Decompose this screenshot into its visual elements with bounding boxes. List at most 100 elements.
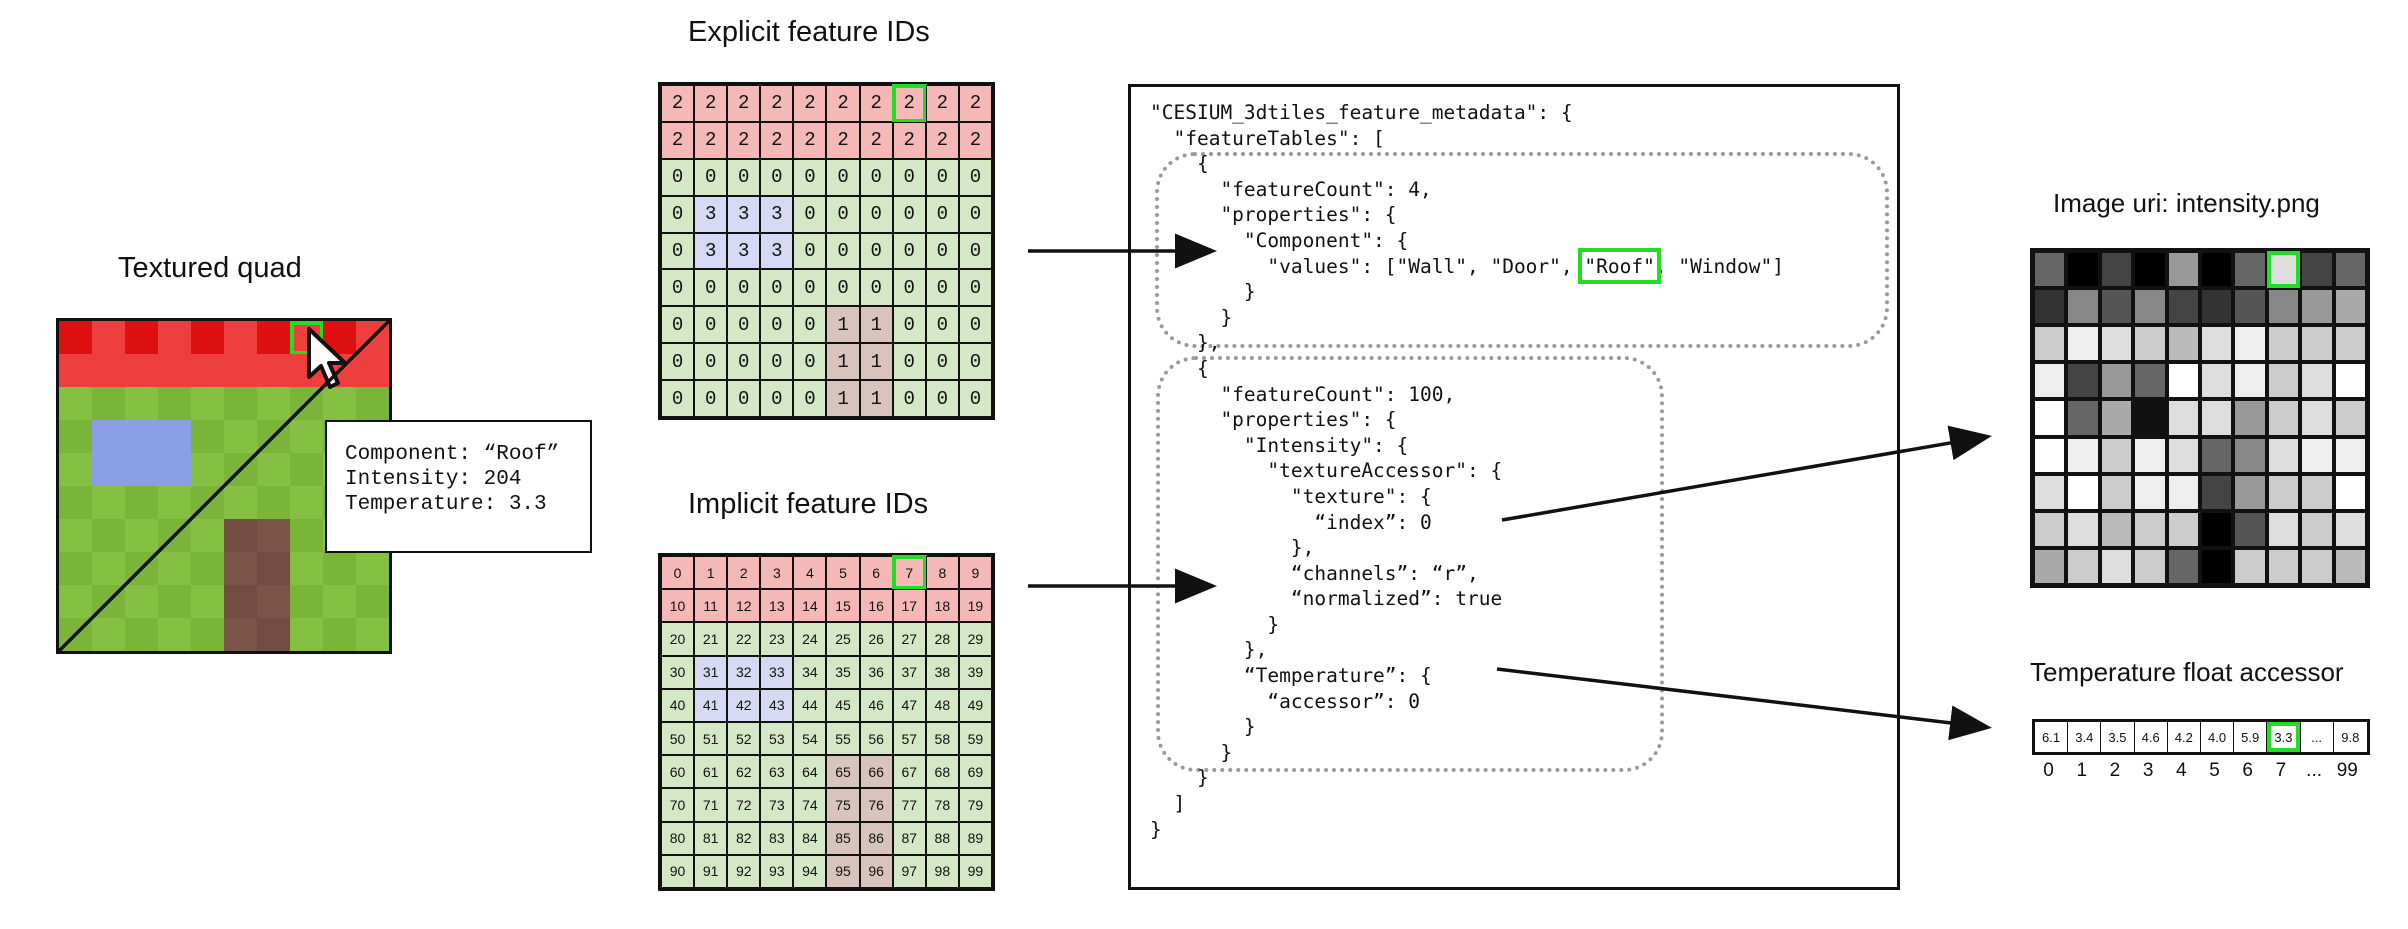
implicit-id-cell: 7 [891,554,927,591]
implicit-id-cell: 75 [826,788,860,822]
intensity-pixel [2333,288,2367,326]
implicit-id-cell: 47 [892,688,926,722]
temperature-value-cell: 9.8 [2341,729,2360,745]
quad-texel [125,387,159,421]
json-line: } [1150,612,1280,636]
intensity-pixel [2166,473,2200,511]
intensity-pixel [2066,251,2100,289]
quad-texel [59,585,93,619]
quad-texel [59,486,93,520]
temperature-index-label: 7 [2275,760,2287,781]
json-line: "featureCount": 100, [1150,382,1456,406]
implicit-id-cell: 74 [793,788,827,822]
quad-texel [257,486,291,520]
explicit-id-cell: 0 [826,195,860,233]
quad-texel [257,453,291,487]
quad-texel [224,618,258,651]
implicit-id-cell: 39 [958,655,992,689]
explicit-id-cell: 0 [661,306,695,344]
explicit-id-cell: 2 [891,84,927,123]
explicit-id-cell: 1 [859,306,893,344]
quad-texel [158,585,192,619]
quad-texel [191,321,225,355]
explicit-id-cell: 0 [958,158,992,196]
implicit-id-cell: 10 [661,589,695,623]
intensity-pixel [2133,399,2167,437]
implicit-id-cell: 24 [793,622,827,656]
quad-texel [125,420,159,454]
explicit-id-cell: 0 [859,232,893,270]
json-line: "texture": { [1150,484,1432,508]
implicit-id-cell: 68 [925,755,959,789]
quad-texel [257,618,291,651]
intensity-pixel [2099,362,2134,400]
implicit-id-cell: 35 [826,655,860,689]
explicit-id-cell: 0 [727,306,761,344]
implicit-id-cell: 66 [859,755,893,789]
implicit-id-cell: 64 [793,755,827,789]
quad-texel [257,321,291,355]
explicit-id-cell: 0 [892,306,926,344]
implicit-id-cell: 18 [925,589,959,623]
quad-texel [158,354,192,388]
intensity-pixel [2133,325,2167,363]
implicit-id-cell: 34 [793,655,827,689]
implicit-id-cell: 2 [727,556,761,590]
intensity-pixel [2300,436,2334,474]
explicit-id-cell: 0 [925,306,959,344]
implicit-id-cell: 45 [826,688,860,722]
implicit-id-cell: 80 [661,821,695,855]
implicit-id-cell: 0 [661,556,695,590]
implicit-id-cell: 71 [694,788,728,822]
implicit-id-cell: 29 [958,622,992,656]
implicit-id-cell: 32 [727,655,761,689]
quad-texel [191,519,225,553]
quad-texel [125,585,159,619]
quad-texel [323,585,357,619]
intensity-pixel [2033,399,2067,437]
intensity-pixel [2133,436,2167,474]
implicit-id-cell: 14 [793,589,827,623]
quad-texel [224,387,258,421]
intensity-pixel [2099,547,2134,585]
temperature-index-label: 6 [2242,760,2253,781]
metadata-json-panel [1128,84,1900,890]
quad-texel [257,552,291,586]
intensity-pixel [2133,547,2167,585]
explicit-id-cell: 0 [826,232,860,270]
implicit-id-cell: 72 [727,788,761,822]
image-uri-title: Image uri: intensity.png [2053,188,2320,218]
implicit-ids-title: Implicit feature IDs [688,488,929,520]
implicit-id-cell: 57 [892,722,926,756]
implicit-id-cell: 31 [694,655,728,689]
json-line: “Temperature”: { [1150,664,1432,688]
intensity-pixel [2200,510,2234,548]
intensity-pixel [2166,325,2200,363]
intensity-pixel [2200,325,2234,363]
intensity-pixel [2300,399,2334,437]
intensity-pixel [2266,288,2301,326]
implicit-id-cell: 23 [760,622,794,656]
json-line: } [1150,766,1209,790]
intensity-pixel [2300,473,2334,511]
quad-texel [92,453,126,487]
quad-texel [158,420,192,454]
implicit-id-cell: 55 [826,722,860,756]
quad-texel [59,453,93,487]
intensity-pixel [2333,547,2367,585]
implicit-id-cell: 30 [661,655,695,689]
json-line: } [1150,715,1256,739]
implicit-id-cell: 91 [694,854,728,888]
json-line: }, [1150,331,1221,355]
intensity-pixel [2033,473,2067,511]
quad-texel [158,453,192,487]
intensity-pixel [2133,251,2167,289]
implicit-id-cell: 81 [694,821,728,855]
implicit-id-cell: 53 [760,722,794,756]
intensity-pixel [2333,251,2367,289]
intensity-pixel [2166,510,2200,548]
implicit-id-cell: 70 [661,788,695,822]
quad-texel [191,453,225,487]
implicit-id-cell: 3 [760,556,794,590]
